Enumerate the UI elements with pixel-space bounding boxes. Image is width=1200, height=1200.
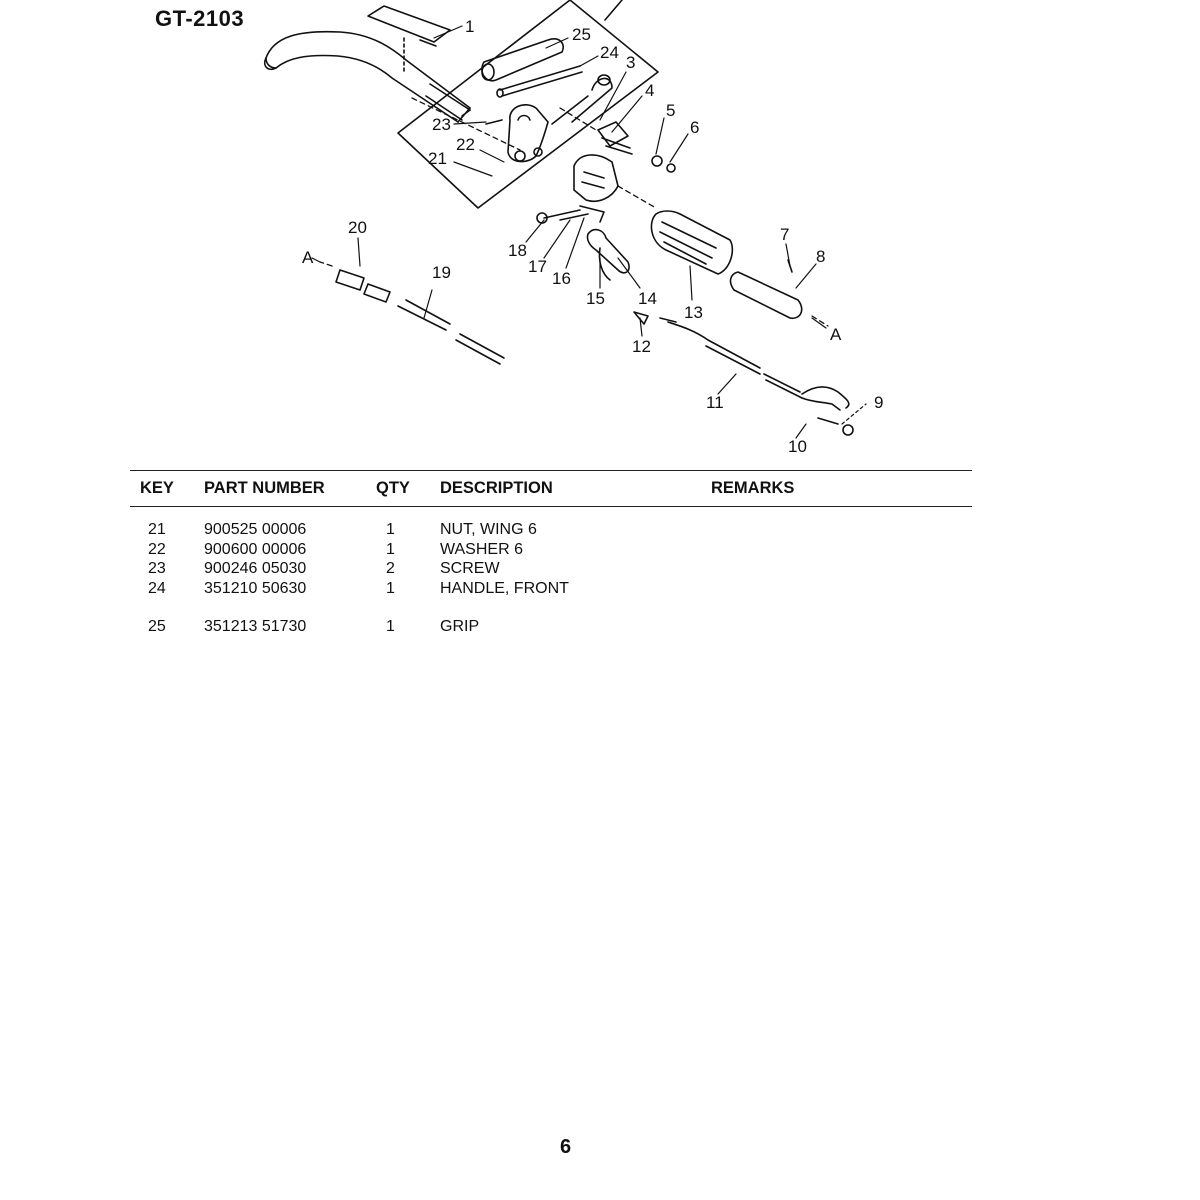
callout-18: 18 [508, 241, 527, 260]
callout-23: 23 [432, 115, 451, 134]
table-row: 23 900246 05030 2 SCREW [0, 560, 1200, 580]
callout-11: 11 [706, 393, 724, 412]
page-number: 6 [560, 1136, 572, 1158]
callout-22: 22 [456, 135, 475, 154]
callout-20: 20 [348, 218, 367, 237]
cell-description: NUT, WING 6 [440, 521, 537, 538]
table-row: 21 900525 00006 1 NUT, WING 6 [0, 521, 1200, 541]
header-description: DESCRIPTION [440, 479, 553, 497]
callout-24: 24 [600, 43, 619, 62]
cell-qty: 1 [386, 580, 395, 597]
cell-qty: 1 [386, 618, 395, 635]
cell-part-number: 351210 50630 [204, 580, 307, 597]
header-key: KEY [140, 479, 174, 497]
cell-part-number: 900246 05030 [204, 560, 307, 577]
cell-part-number: 351213 51730 [204, 618, 307, 635]
cell-part-number: 900600 00006 [204, 541, 307, 558]
callout-16: 16 [552, 269, 571, 288]
diagram-artwork [263, 0, 867, 439]
cell-qty: 2 [386, 560, 395, 577]
callout-12: 12 [632, 337, 651, 356]
cell-key: 25 [148, 618, 166, 635]
model-number: GT-2103 [155, 6, 245, 31]
callout-15: 15 [586, 289, 605, 308]
callout-ref-a-left: A [302, 248, 314, 267]
table-header-rule [130, 506, 972, 507]
callout-14: 14 [638, 289, 657, 308]
cell-qty: 1 [386, 541, 395, 558]
callout-10: 10 [788, 437, 807, 456]
callout-5: 5 [666, 101, 675, 120]
callout-9: 9 [874, 393, 883, 412]
header-qty: QTY [376, 479, 410, 497]
exploded-parts-diagram: 1 25 24 3 4 5 6 23 22 21 20 A 19 18 17 1… [263, 0, 883, 456]
callout-4: 4 [645, 81, 654, 100]
cell-description: WASHER 6 [440, 541, 523, 558]
cell-description: HANDLE, FRONT [440, 580, 569, 597]
cell-key: 23 [148, 560, 166, 577]
cell-key: 24 [148, 580, 166, 597]
cell-part-number: 900525 00006 [204, 521, 307, 538]
cell-qty: 1 [386, 521, 395, 538]
callout-19: 19 [432, 263, 451, 282]
callout-25: 25 [572, 25, 591, 44]
callout-13: 13 [684, 303, 703, 322]
cell-description: GRIP [440, 618, 480, 635]
table-row: 22 900600 00006 1 WASHER 6 [0, 541, 1200, 561]
callout-21: 21 [428, 149, 447, 168]
callout-8: 8 [816, 247, 825, 266]
table-top-rule [130, 470, 972, 471]
header-part-number: PART NUMBER [204, 479, 325, 497]
callout-1: 1 [465, 17, 474, 36]
cell-key: 22 [148, 541, 166, 558]
cell-description: SCREW [440, 560, 500, 577]
callout-3: 3 [626, 53, 635, 72]
callout-labels: 1 25 24 3 4 5 6 23 22 21 20 A 19 18 17 1… [302, 17, 883, 456]
callout-ref-a-right: A [830, 325, 842, 344]
cell-key: 21 [148, 521, 166, 538]
callout-17: 17 [528, 257, 547, 276]
table-row: 24 351210 50630 1 HANDLE, FRONT [0, 580, 1200, 600]
table-row: 25 351213 51730 1 GRIP [0, 618, 1200, 638]
callout-7: 7 [780, 225, 789, 244]
header-remarks: REMARKS [711, 479, 795, 497]
callout-6: 6 [690, 118, 699, 137]
